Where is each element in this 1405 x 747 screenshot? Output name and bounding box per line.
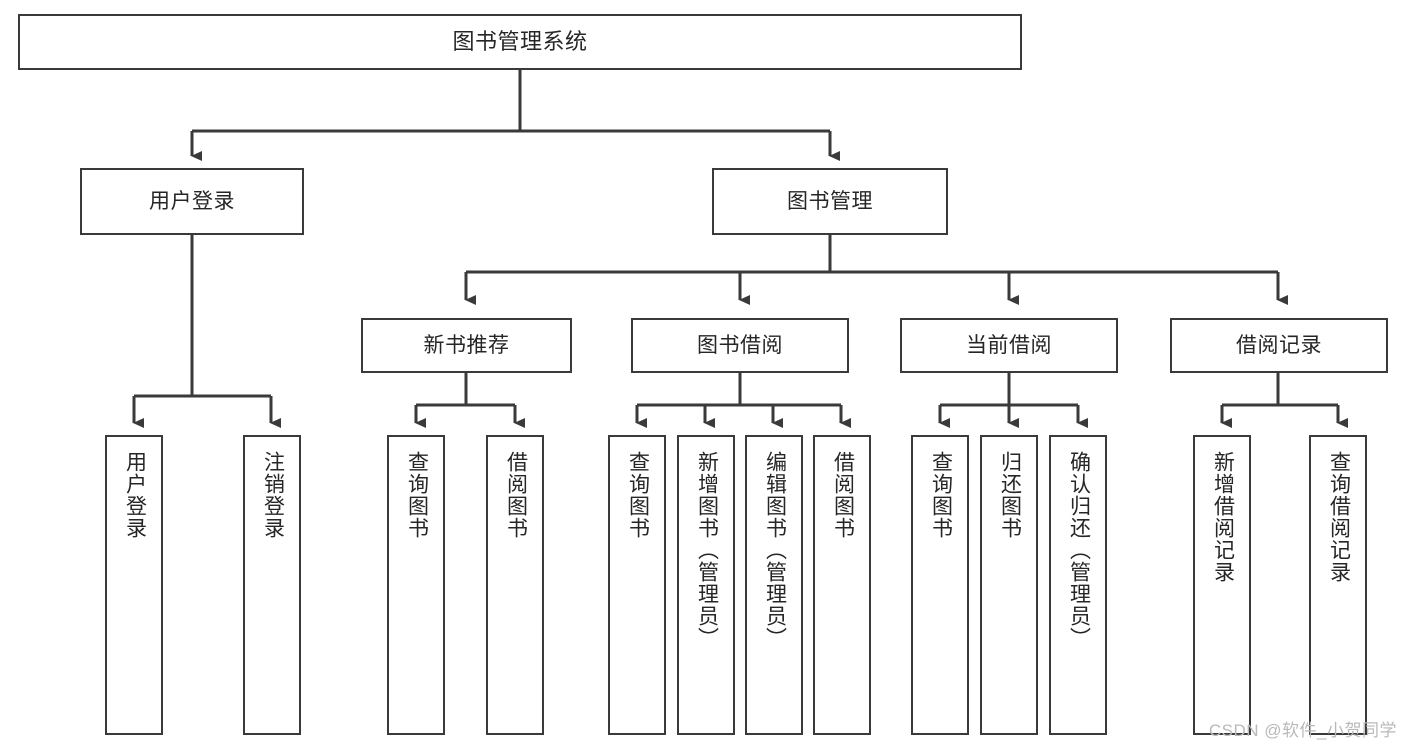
node-leaf-borrow-book-2-label: 借阅图书 xyxy=(831,451,855,539)
node-leaf-query-book-2[interactable]: 查询图书 xyxy=(608,435,666,735)
node-leaf-return-book[interactable]: 归还图书 xyxy=(980,435,1038,735)
node-book-borrow-label: 图书借阅 xyxy=(697,333,783,357)
node-leaf-query-book-1-label: 查询图书 xyxy=(405,451,429,539)
node-root[interactable]: 图书管理系统 xyxy=(18,14,1022,70)
node-leaf-query-book-3[interactable]: 查询图书 xyxy=(911,435,969,735)
node-leaf-user-login[interactable]: 用户登录 xyxy=(105,435,163,735)
node-leaf-query-book-2-label: 查询图书 xyxy=(626,451,650,539)
node-new-book-recommend[interactable]: 新书推荐 xyxy=(361,318,572,373)
node-root-label: 图书管理系统 xyxy=(452,28,588,54)
node-current-borrow-label: 当前借阅 xyxy=(966,333,1052,357)
node-user-login[interactable]: 用户登录 xyxy=(80,168,304,235)
node-leaf-add-record-label: 新增借阅记录 xyxy=(1211,451,1235,583)
node-leaf-add-book-label: 新增图书（管理员） xyxy=(695,451,719,649)
node-book-borrow[interactable]: 图书借阅 xyxy=(631,318,849,373)
node-leaf-edit-book-label: 编辑图书（管理员） xyxy=(763,451,787,649)
node-leaf-edit-book[interactable]: 编辑图书（管理员） xyxy=(745,435,803,735)
node-leaf-query-book-3-label: 查询图书 xyxy=(929,451,953,539)
node-user-login-label: 用户登录 xyxy=(149,189,235,213)
node-leaf-query-record-label: 查询借阅记录 xyxy=(1327,451,1351,583)
node-leaf-return-book-label: 归还图书 xyxy=(998,451,1022,539)
node-book-management-label: 图书管理 xyxy=(787,189,873,213)
node-leaf-logout-login[interactable]: 注销登录 xyxy=(243,435,301,735)
node-leaf-add-book[interactable]: 新增图书（管理员） xyxy=(677,435,735,735)
watermark: CSDN @软件_小贺同学 xyxy=(1208,721,1397,740)
node-borrow-record[interactable]: 借阅记录 xyxy=(1170,318,1388,373)
node-new-book-recommend-label: 新书推荐 xyxy=(423,333,510,357)
node-current-borrow[interactable]: 当前借阅 xyxy=(900,318,1118,373)
node-leaf-logout-login-label: 注销登录 xyxy=(261,451,285,539)
node-leaf-confirm-return[interactable]: 确认归还（管理员） xyxy=(1049,435,1107,735)
node-leaf-user-login-label: 用户登录 xyxy=(123,451,147,539)
node-leaf-confirm-return-label: 确认归还（管理员） xyxy=(1067,451,1091,649)
node-leaf-add-record[interactable]: 新增借阅记录 xyxy=(1193,435,1251,735)
node-leaf-query-record[interactable]: 查询借阅记录 xyxy=(1309,435,1367,735)
node-borrow-record-label: 借阅记录 xyxy=(1236,333,1322,357)
node-leaf-query-book-1[interactable]: 查询图书 xyxy=(387,435,445,735)
node-leaf-borrow-book-1[interactable]: 借阅图书 xyxy=(486,435,544,735)
node-book-management[interactable]: 图书管理 xyxy=(712,168,948,235)
node-leaf-borrow-book-1-label: 借阅图书 xyxy=(504,451,528,539)
node-leaf-borrow-book-2[interactable]: 借阅图书 xyxy=(813,435,871,735)
